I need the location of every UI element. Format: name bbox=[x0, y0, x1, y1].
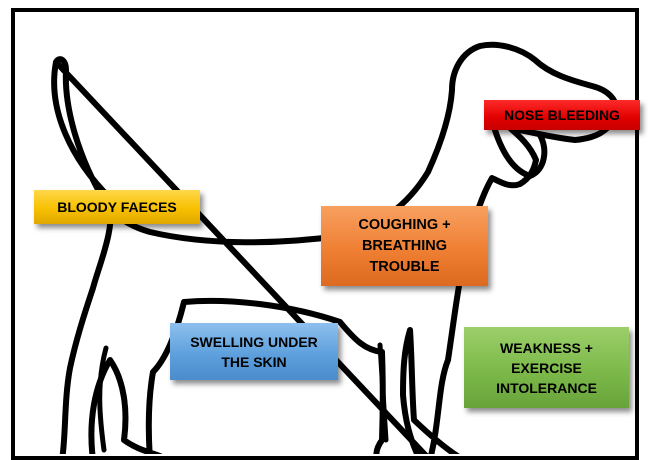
coughing-breathing-trouble-label: COUGHING + BREATHING TROUBLE bbox=[321, 206, 488, 286]
nose-bleeding-label: NOSE BLEEDING bbox=[484, 100, 640, 130]
weakness-exercise-intolerance-label: WEAKNESS + EXERCISE INTOLERANCE bbox=[464, 327, 629, 408]
swelling-under-skin-label: SWELLING UNDER THE SKIN bbox=[170, 323, 338, 380]
bloody-faeces-label: BLOODY FAECES bbox=[34, 190, 200, 224]
dog-hindleg-line bbox=[100, 348, 106, 450]
